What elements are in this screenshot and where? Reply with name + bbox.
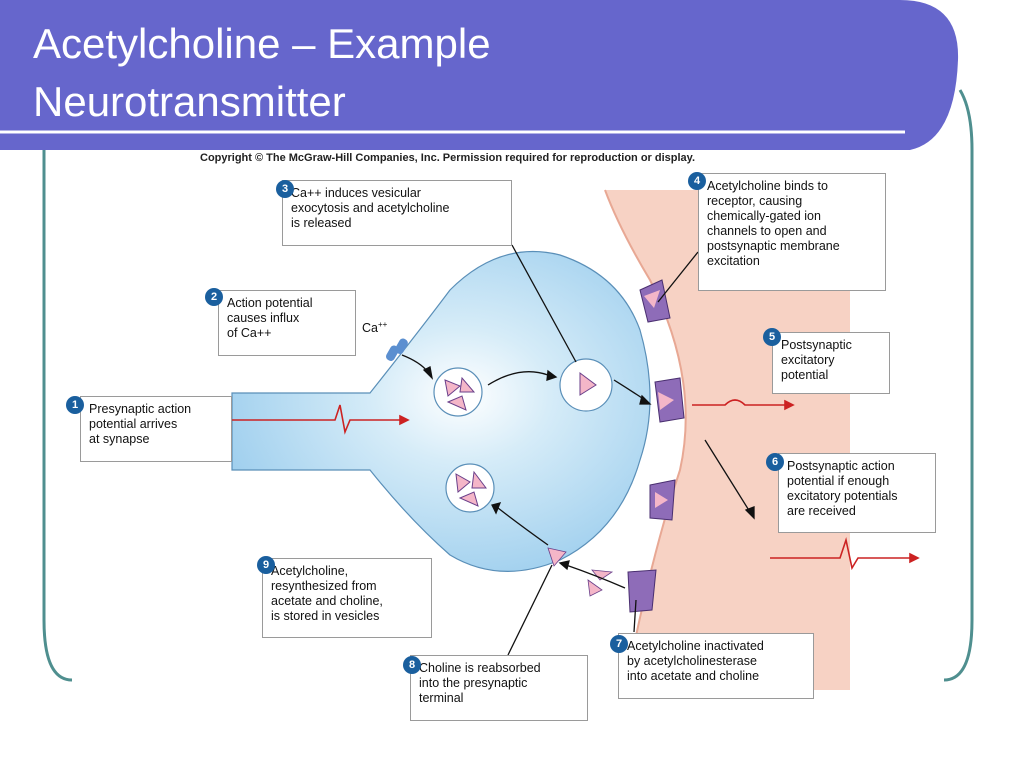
postsynaptic-action-potential bbox=[770, 536, 920, 571]
arrow-to-action bbox=[704, 439, 751, 513]
step-badge-4: 4 bbox=[688, 172, 706, 190]
calcium-label: Ca++ bbox=[362, 320, 388, 336]
step-badge-3: 3 bbox=[276, 180, 294, 198]
acetate-fragment-2 bbox=[587, 579, 603, 597]
arrow-reuptake bbox=[497, 507, 549, 546]
slide-title-line-2: Neurotransmitter bbox=[33, 78, 346, 125]
receptor-bottom bbox=[627, 569, 657, 613]
slide-title-line-1: Acetylcholine – Example bbox=[33, 20, 491, 67]
copyright-notice: Copyright © The McGraw-Hill Companies, I… bbox=[200, 152, 696, 164]
arrow-vesicle-move bbox=[487, 371, 549, 386]
vesicle-bottom bbox=[445, 463, 495, 513]
title-bar bbox=[0, 0, 959, 150]
leader-8 bbox=[507, 564, 553, 656]
postsynaptic-excitatory-wave bbox=[692, 399, 795, 411]
arrow-choline-return bbox=[565, 564, 626, 589]
step-badge-5: 5 bbox=[763, 328, 781, 346]
vesicle-top bbox=[433, 367, 483, 417]
calcium-channels bbox=[386, 338, 408, 361]
step-badge-8: 8 bbox=[403, 656, 421, 674]
step-badge-1: 1 bbox=[66, 396, 84, 414]
slide-frame bbox=[42, 89, 974, 682]
presynaptic-action-potential bbox=[228, 404, 410, 435]
presynaptic-terminal bbox=[231, 250, 651, 572]
receptor-bound bbox=[654, 377, 685, 423]
acetate-fragment bbox=[591, 569, 614, 581]
leader-3 bbox=[511, 244, 577, 363]
leader-4 bbox=[657, 251, 699, 303]
step-badge-9: 9 bbox=[257, 556, 275, 574]
step-badge-6: 6 bbox=[766, 453, 784, 471]
step-badge-2: 2 bbox=[205, 288, 223, 306]
vesicle-exocytosis bbox=[559, 358, 613, 412]
step-badge-7: 7 bbox=[610, 635, 628, 653]
receptor-top bbox=[639, 279, 671, 323]
choline-fragment bbox=[547, 547, 567, 567]
receptor-middle bbox=[649, 479, 676, 521]
leader-7 bbox=[633, 599, 637, 633]
